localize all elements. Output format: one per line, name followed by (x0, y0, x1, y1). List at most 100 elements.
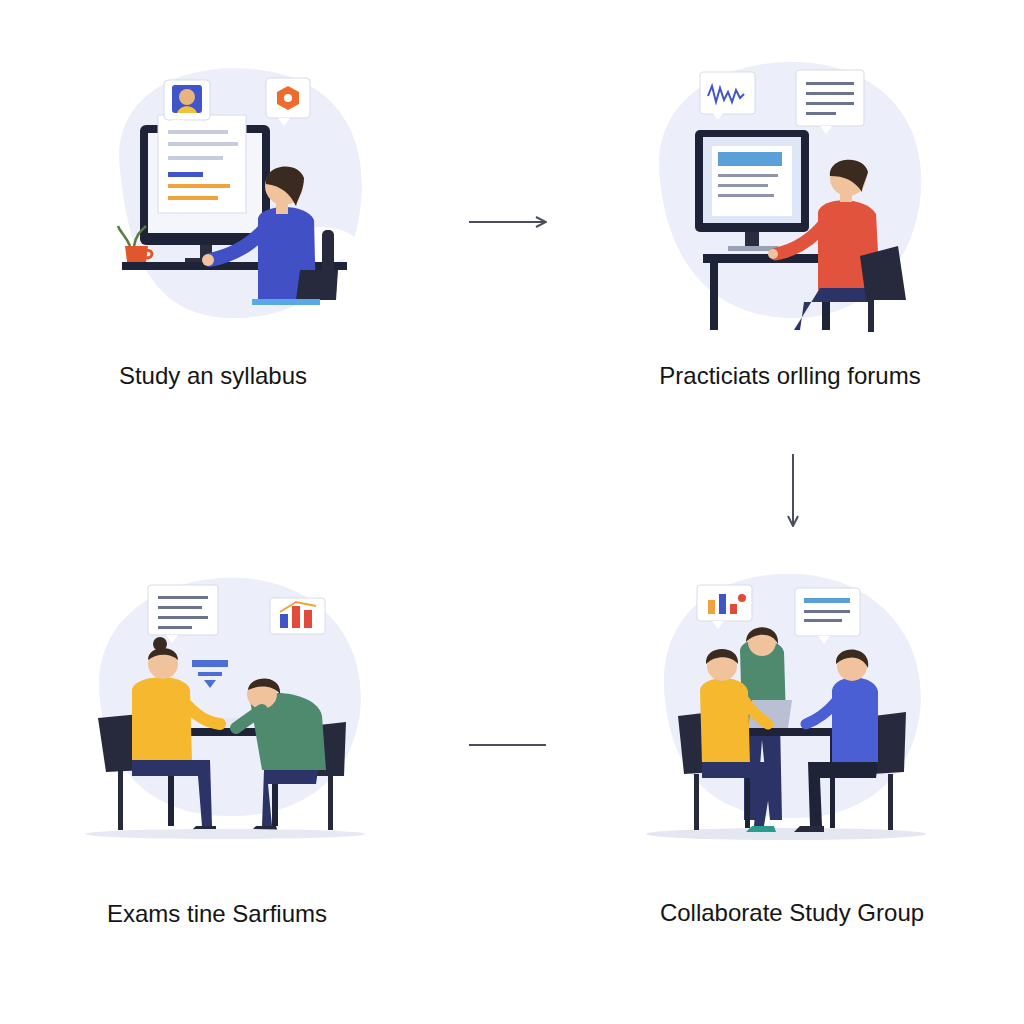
exam-illustration-part (158, 596, 208, 599)
forum-illustration-part (708, 86, 744, 102)
exam-illustration-part (118, 770, 123, 830)
study-illustration-part (119, 68, 362, 318)
forum-illustration-part (796, 70, 864, 126)
exam-illustration-part (99, 578, 361, 816)
exam-illustration-part (280, 602, 316, 612)
forum-illustration-part (718, 184, 768, 187)
study-illustration-part (265, 167, 303, 205)
study-illustration-part (168, 184, 230, 188)
panel-caption: Collaborate Study Group (660, 899, 924, 928)
study-illustration-part (284, 94, 292, 102)
exam-illustration-part (182, 700, 220, 724)
group-illustration-part (804, 619, 842, 622)
forum-illustration-part (806, 82, 854, 85)
forum-illustration-part (659, 62, 921, 318)
forum-illustration-part (710, 262, 718, 330)
flow-arrow (469, 221, 546, 223)
group-illustration-part (836, 649, 868, 668)
study-illustration-part (210, 228, 266, 260)
exam-illustration-part (85, 829, 365, 839)
exam-illustration-part (158, 606, 202, 609)
exam-illustration-part (328, 776, 333, 830)
study-illustration-part (118, 226, 146, 246)
study-illustration-part (168, 156, 223, 160)
study-illustration-part (179, 89, 195, 105)
forum-illustration-part (745, 232, 759, 248)
group-illustration-part (832, 677, 878, 764)
forum-illustration-part (712, 146, 792, 216)
group-illustration-part (706, 649, 738, 664)
group-illustration-part (735, 728, 845, 736)
study-illustration-part (277, 86, 299, 110)
group-illustration-part (702, 762, 772, 826)
panel-caption: Study an syllabus (119, 362, 307, 391)
group-illustration-part (738, 594, 746, 602)
forum-illustration-part (712, 112, 724, 120)
exam-illustration-part (204, 680, 216, 688)
study-illustration-part (125, 246, 148, 262)
group-illustration-part (888, 774, 893, 830)
group-illustration-part (804, 598, 850, 603)
study-illustration-part (322, 230, 334, 300)
study-illustration-part (177, 106, 197, 113)
exam-illustration-part (153, 637, 167, 651)
forum-illustration-part (860, 246, 906, 300)
forum-illustration-part (806, 92, 854, 95)
study-illustration-part (168, 142, 238, 146)
panel-node: Collaborate Study Group (550, 530, 1000, 950)
group-illustration (646, 574, 926, 840)
group-illustration-part (794, 826, 824, 832)
forum-illustration-part (806, 112, 836, 115)
exam-illustration-part (192, 660, 228, 667)
exam-illustration-part (262, 770, 318, 826)
forum-illustration (659, 62, 921, 332)
panel-node: Exams tine Sarfiums (60, 540, 465, 950)
group-illustration-part (746, 826, 776, 832)
forum-illustration-part (830, 160, 868, 192)
group-illustration-part (646, 828, 926, 840)
group-illustration-part (746, 627, 778, 644)
exam-illustration-part (280, 614, 288, 628)
panel-caption: Exams tine Sarfiums (107, 900, 327, 929)
exam-illustration-part (292, 606, 300, 628)
study-illustration-part (168, 130, 228, 134)
group-illustration-part (730, 604, 737, 614)
group-illustration-part (808, 762, 878, 826)
group-illustration-part (806, 702, 836, 724)
forum-illustration-part (700, 72, 755, 114)
exam-illustration-part (248, 678, 280, 694)
flow-arrow (792, 454, 794, 526)
exam-illustration-part (236, 710, 262, 728)
forum-illustration-part (868, 300, 874, 332)
forum-illustration-part (703, 137, 801, 223)
panel-node: Practiciats orlling forums (550, 50, 1000, 450)
group-illustration-part (708, 600, 715, 614)
exam-illustration-part (148, 585, 218, 635)
group-illustration-part (712, 621, 724, 629)
forum-illustration-part (820, 126, 832, 134)
forum-illustration-part (776, 222, 826, 254)
exam-illustration-part (132, 760, 212, 826)
group-illustration-part (700, 678, 750, 764)
exam-illustration-part (148, 649, 178, 679)
exam-illustration-part (166, 635, 178, 643)
study-illustration-part (146, 250, 152, 258)
study-illustration-part (252, 299, 320, 305)
connector-line (469, 744, 546, 746)
exam-illustration-part (158, 616, 208, 619)
group-illustration-part (795, 588, 860, 636)
group-illustration-part (804, 610, 850, 613)
panel-node: Study an syllabus (60, 50, 465, 445)
exam-illustration-part (304, 610, 312, 628)
study-illustration-part (202, 254, 214, 266)
forum-illustration-part (794, 288, 870, 330)
study-illustration-part (158, 115, 246, 213)
study-illustration-part (266, 167, 304, 206)
forum-illustration-part (718, 174, 778, 177)
study-illustration (118, 68, 362, 318)
forum-illustration-part (768, 249, 778, 259)
study-illustration-part (168, 172, 203, 177)
